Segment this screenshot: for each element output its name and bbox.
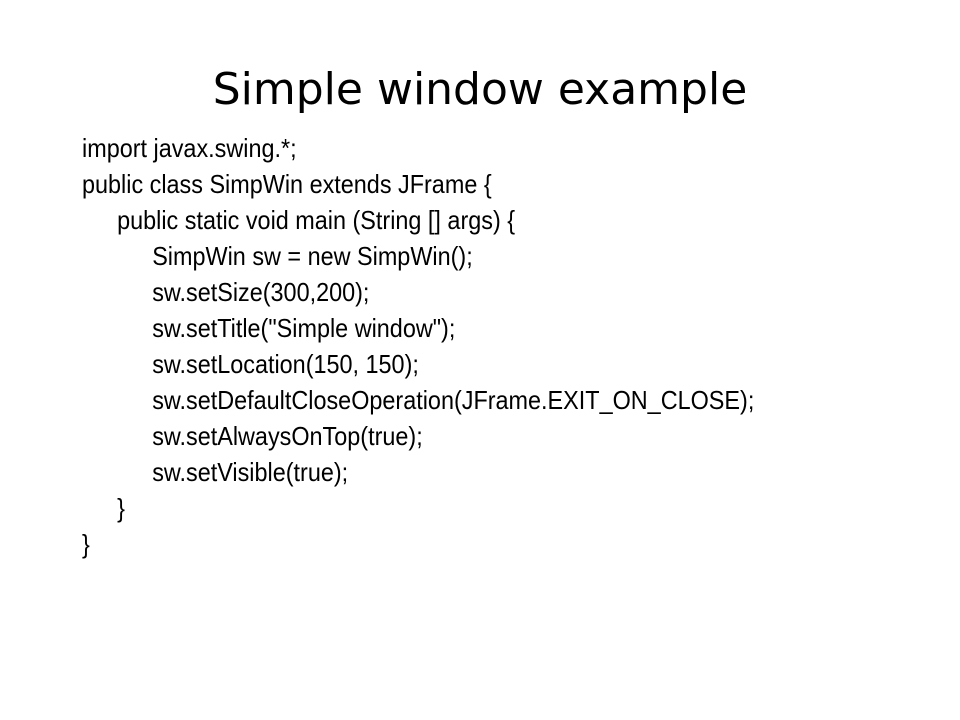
code-line-set-location: sw.setLocation(150, 150);: [152, 349, 419, 379]
code-line-constructor: SimpWin sw = new SimpWin();: [152, 241, 473, 271]
code-line-set-close-operation: sw.setDefaultCloseOperation(JFrame.EXIT_…: [152, 385, 755, 415]
code-line-class-close-brace: }: [82, 529, 90, 559]
code-line-set-title: sw.setTitle("Simple window");: [152, 313, 456, 343]
code-line-method-close-brace: }: [117, 493, 125, 523]
code-line-import: import javax.swing.*;: [82, 133, 297, 163]
code-line-class-declaration: public class SimpWin extends JFrame {: [82, 169, 492, 199]
slide-title: Simple window example: [212, 64, 748, 115]
code-line-set-always-on-top: sw.setAlwaysOnTop(true);: [152, 421, 423, 451]
code-block: import javax.swing.*; public class SimpW…: [82, 130, 865, 562]
code-line-main-method: public static void main (String [] args)…: [117, 205, 516, 235]
code-line-set-visible: sw.setVisible(true);: [152, 457, 349, 487]
code-line-set-size: sw.setSize(300,200);: [152, 277, 370, 307]
